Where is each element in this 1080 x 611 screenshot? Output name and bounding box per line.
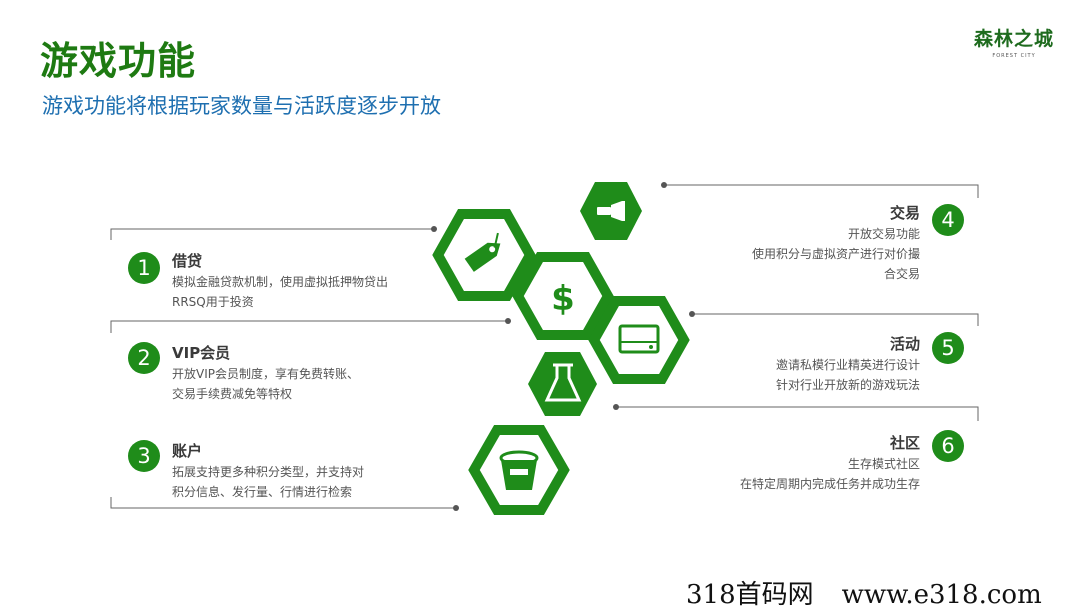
page-subtitle: 游戏功能将根据玩家数量与活跃度逐步开放 — [42, 94, 441, 118]
feature-number-3: 3 — [128, 440, 160, 472]
feature-desc-5: 邀请私模行业精英进行设计 针对行业开放新的游戏玩法 — [700, 355, 920, 395]
connector-3 — [110, 497, 456, 509]
feature-number-6: 6 — [932, 430, 964, 462]
feature-title-6: 社区 — [889, 434, 920, 452]
page-title: 游戏功能 — [40, 39, 197, 83]
feature-desc-3-line-2: 积分信息、发行量、行情进行检索 — [172, 485, 353, 499]
feature-desc-1-line-1: 模拟金融贷款机制，使用虚拟抵押物贷出 — [172, 275, 389, 289]
drive-hexagon — [588, 296, 690, 384]
feature-desc-1: 模拟金融贷款机制，使用虚拟抵押物贷出 RRSQ用于投资 — [172, 272, 388, 312]
feature-desc-4-line-2: 使用积分与虚拟资产进行对价撮 — [751, 247, 920, 261]
flask-icon — [544, 363, 582, 402]
watermark: 318首码网 www.e318.com — [686, 574, 1042, 611]
feature-desc-2-line-1: 开放VIP会员制度，享有免费转账、 — [172, 367, 359, 381]
watermark-site: 318首码网 — [686, 580, 814, 610]
brand-subtitle: FOREST CITY — [992, 53, 1036, 59]
feature-desc-2: 开放VIP会员制度，享有免费转账、 交易手续费减免等特权 — [172, 364, 359, 404]
feature-number-5: 5 — [932, 332, 964, 364]
feature-desc-1-line-2: RRSQ用于投资 — [172, 295, 254, 309]
connector-dot-4 — [661, 182, 667, 188]
feature-desc-2-line-2: 交易手续费减免等特权 — [172, 387, 293, 401]
flashlight-hexagon — [580, 182, 642, 240]
price-tag-icon — [464, 232, 501, 272]
connector-2 — [110, 320, 508, 333]
connector-5 — [692, 313, 979, 326]
dollar-icon: $ — [551, 279, 575, 319]
right-connectors — [616, 184, 979, 421]
feature-title-3: 账户 — [172, 442, 203, 460]
hard-drive-icon — [618, 324, 660, 354]
connector-dot-2 — [505, 318, 511, 324]
brand-logo: 森林之城 FOREST CITY — [972, 24, 1056, 59]
connector-dot-3 — [453, 505, 459, 511]
feature-desc-6-line-1: 生存模式社区 — [847, 457, 920, 471]
left-connectors — [110, 228, 508, 509]
feature-desc-5-line-2: 针对行业开放新的游戏玩法 — [775, 378, 920, 392]
flashlight-icon — [597, 201, 625, 221]
feature-desc-4: 开放交易功能 使用积分与虚拟资产进行对价撮 合交易 — [700, 224, 920, 284]
connector-4 — [664, 184, 979, 198]
watermark-url: www.e318.com — [841, 580, 1042, 610]
feature-desc-6: 生存模式社区 在特定周期内完成任务并成功生存 — [680, 454, 920, 494]
bucket-icon — [499, 450, 539, 490]
connector-dot-5 — [689, 311, 695, 317]
feature-number-1: 1 — [128, 252, 160, 284]
feature-desc-4-line-1: 开放交易功能 — [847, 227, 920, 241]
brand-name: 森林之城 — [973, 28, 1054, 50]
feature-desc-3-line-1: 拓展支持更多种积分类型，并支持对 — [172, 465, 365, 479]
feature-desc-5-line-1: 邀请私模行业精英进行设计 — [775, 358, 920, 372]
connector-6 — [616, 406, 979, 421]
bucket-hexagon — [468, 425, 570, 515]
feature-title-1: 借贷 — [172, 252, 203, 270]
feature-desc-3: 拓展支持更多种积分类型，并支持对 积分信息、发行量、行情进行检索 — [172, 462, 364, 502]
connector-dot-6 — [613, 404, 619, 410]
feature-title-2: VIP会员 — [172, 344, 231, 362]
flask-hexagon — [528, 352, 597, 416]
feature-number-2: 2 — [128, 342, 160, 374]
feature-number-4: 4 — [932, 204, 964, 236]
feature-title-4: 交易 — [889, 204, 920, 222]
connector-1 — [110, 228, 434, 240]
tag-hexagon — [432, 209, 536, 301]
feature-title-5: 活动 — [889, 335, 920, 353]
dollar-hexagon: $ — [512, 252, 614, 340]
connector-dot-1 — [431, 226, 437, 232]
feature-desc-4-line-3: 合交易 — [883, 267, 920, 281]
feature-desc-6-line-2: 在特定周期内完成任务并成功生存 — [739, 477, 920, 491]
